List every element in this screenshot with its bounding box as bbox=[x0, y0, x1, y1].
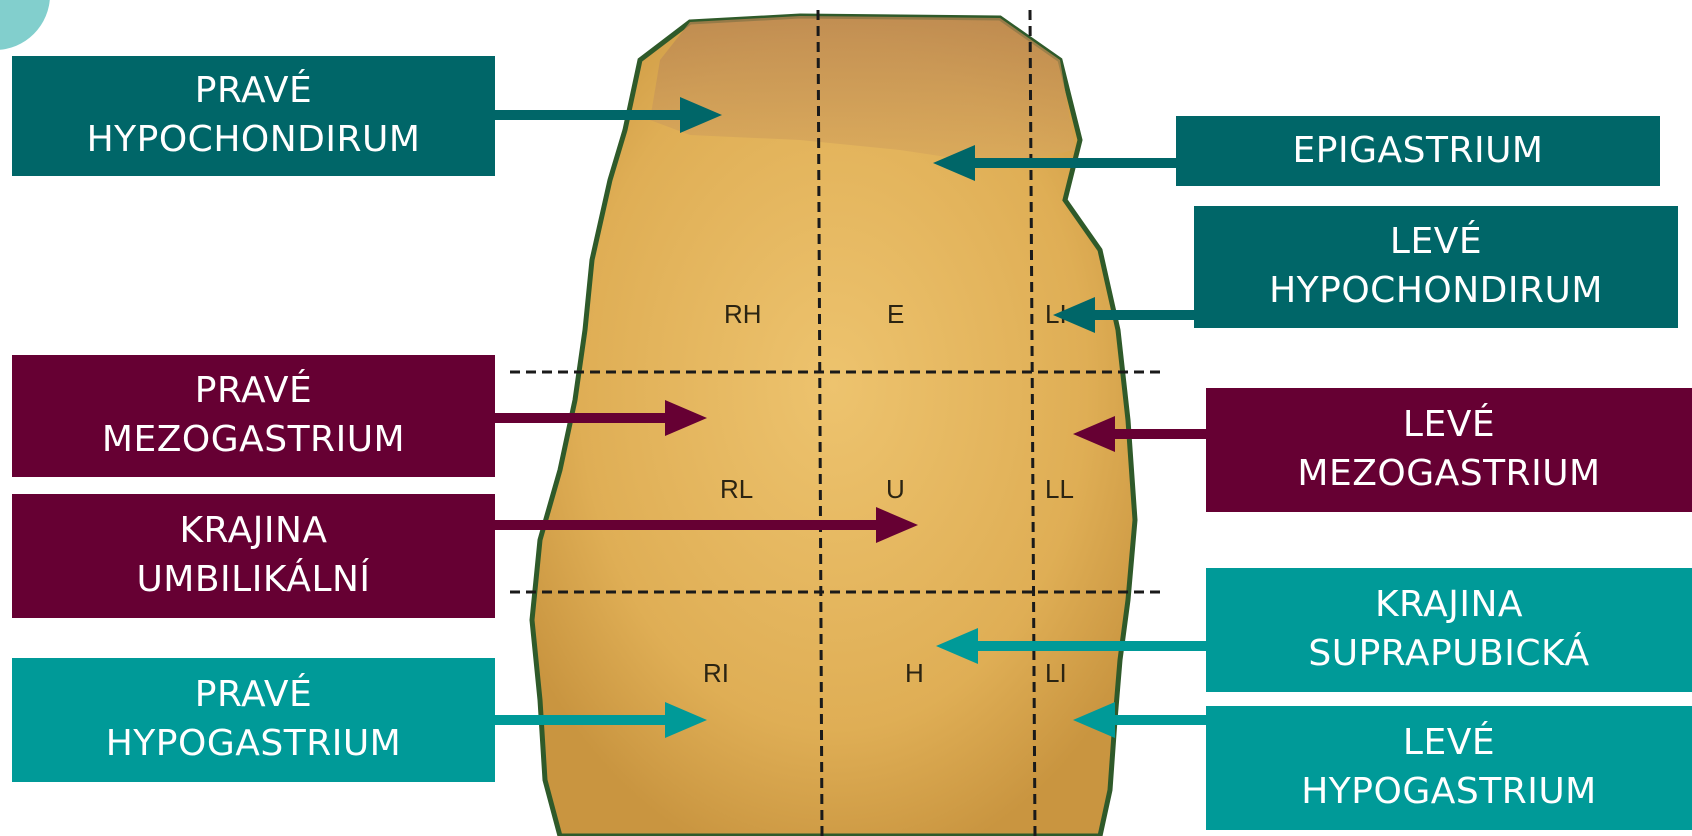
region-code: U bbox=[886, 474, 905, 504]
region-code: H bbox=[905, 658, 924, 688]
label-line: KRAJINA bbox=[1308, 581, 1589, 630]
label-line: HYPOCHONDIRUM bbox=[87, 116, 421, 165]
region-code: RL bbox=[720, 474, 753, 504]
label-line: PRAVÉ bbox=[102, 367, 405, 416]
label-line: MEZOGASTRIUM bbox=[1297, 450, 1600, 499]
label-epigastrium: EPIGASTRIUM bbox=[1176, 116, 1660, 186]
label-line: SUPRAPUBICKÁ bbox=[1308, 630, 1589, 679]
region-code: LI bbox=[1045, 658, 1067, 688]
label-line: KRAJINA bbox=[136, 507, 370, 556]
label-line: HYPOCHONDIRUM bbox=[1269, 267, 1603, 316]
label-line: UMBILIKÁLNÍ bbox=[136, 556, 370, 605]
region-code: E bbox=[887, 299, 904, 329]
label-line: LEVÉ bbox=[1297, 401, 1600, 450]
region-code: LL bbox=[1045, 474, 1074, 504]
label-line: LEVÉ bbox=[1269, 218, 1603, 267]
label-line: PRAVÉ bbox=[87, 67, 421, 116]
label-line: MEZOGASTRIUM bbox=[102, 416, 405, 465]
region-code: RH bbox=[724, 299, 762, 329]
label-line: HYPOGASTRIUM bbox=[106, 720, 402, 769]
region-code: RI bbox=[703, 658, 729, 688]
label-line: PRAVÉ bbox=[106, 671, 402, 720]
label-line: HYPOGASTRIUM bbox=[1301, 768, 1597, 817]
label-line: EPIGASTRIUM bbox=[1293, 127, 1544, 176]
label-line: LEVÉ bbox=[1301, 719, 1597, 768]
